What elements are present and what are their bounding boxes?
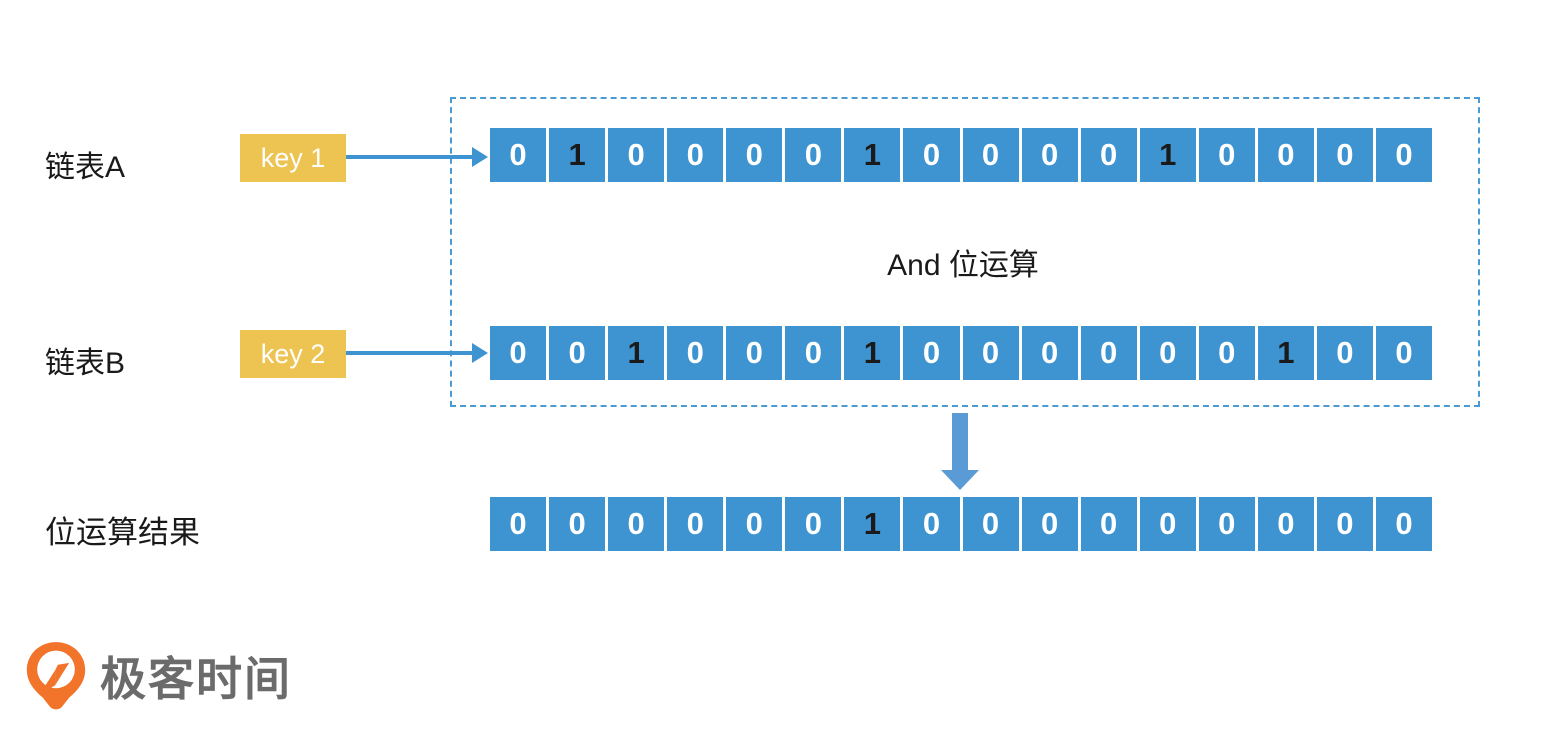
bit-cell: 0: [490, 326, 547, 380]
bit-cell: 0: [1375, 128, 1432, 182]
bit-cell: 1: [1257, 326, 1314, 380]
bit-cell: 1: [844, 497, 901, 551]
bit-cell: 1: [549, 128, 606, 182]
down-arrow-head-icon: [941, 470, 979, 490]
bit-cell: 0: [785, 497, 842, 551]
bit-cell: 0: [1080, 128, 1137, 182]
key2-box: key 2: [240, 330, 346, 378]
bit-cell: 0: [962, 128, 1019, 182]
key2-arrow-line: [346, 351, 476, 355]
bit-cell: 0: [1198, 128, 1255, 182]
bit-cell: 1: [1139, 128, 1196, 182]
bit-cell: 0: [903, 497, 960, 551]
bit-cell: 0: [726, 128, 783, 182]
bit-cell: 1: [608, 326, 665, 380]
geektime-logo: 极客时间: [24, 640, 292, 712]
and-operation-label: And 位运算: [887, 249, 1039, 282]
bit-cell: 0: [726, 497, 783, 551]
list-a-label: 链表A: [45, 151, 126, 184]
bit-cell: 0: [1316, 128, 1373, 182]
bit-cell: 0: [490, 497, 547, 551]
bit-cell: 0: [1021, 128, 1078, 182]
bit-cell: 0: [1316, 497, 1373, 551]
down-arrow-icon: [952, 413, 968, 471]
bit-cell: 1: [844, 128, 901, 182]
key1-arrow-head-icon: [472, 147, 488, 167]
bit-cell: 1: [844, 326, 901, 380]
bit-cell: 0: [785, 128, 842, 182]
bit-cell: 0: [1257, 128, 1314, 182]
bit-cell: 0: [608, 497, 665, 551]
bit-cell: 0: [1021, 497, 1078, 551]
bit-cell: 0: [1139, 497, 1196, 551]
geektime-pin-icon: [26, 642, 86, 710]
bit-cell: 0: [903, 128, 960, 182]
key2-arrow-head-icon: [472, 343, 488, 363]
bit-cell: 0: [903, 326, 960, 380]
bit-cell: 0: [1316, 326, 1373, 380]
bit-cell: 0: [785, 326, 842, 380]
bit-cell: 0: [667, 128, 724, 182]
bit-cell: 0: [726, 326, 783, 380]
operation-group-box: [450, 97, 1480, 407]
bit-cell: 0: [1080, 326, 1137, 380]
key1-arrow-line: [346, 155, 476, 159]
bit-cell: 0: [1375, 326, 1432, 380]
list-b-label: 链表B: [45, 347, 126, 380]
bit-cell: 0: [1080, 497, 1137, 551]
bit-cell: 0: [1198, 497, 1255, 551]
bit-cell: 0: [667, 497, 724, 551]
bit-cell: 0: [962, 326, 1019, 380]
bit-cell: 0: [1021, 326, 1078, 380]
key1-box: key 1: [240, 134, 346, 182]
bit-cell: 0: [549, 497, 606, 551]
bit-cell: 0: [608, 128, 665, 182]
bit-cell: 0: [1375, 497, 1432, 551]
bit-cell: 0: [490, 128, 547, 182]
bit-cell: 0: [1139, 326, 1196, 380]
result-label: 位运算结果: [45, 515, 200, 550]
bit-cell: 0: [667, 326, 724, 380]
bit-cell: 0: [962, 497, 1019, 551]
bit-cell: 0: [549, 326, 606, 380]
bit-cell: 0: [1198, 326, 1255, 380]
bit-cell: 0: [1257, 497, 1314, 551]
geektime-logo-text: 极客时间: [100, 653, 292, 705]
